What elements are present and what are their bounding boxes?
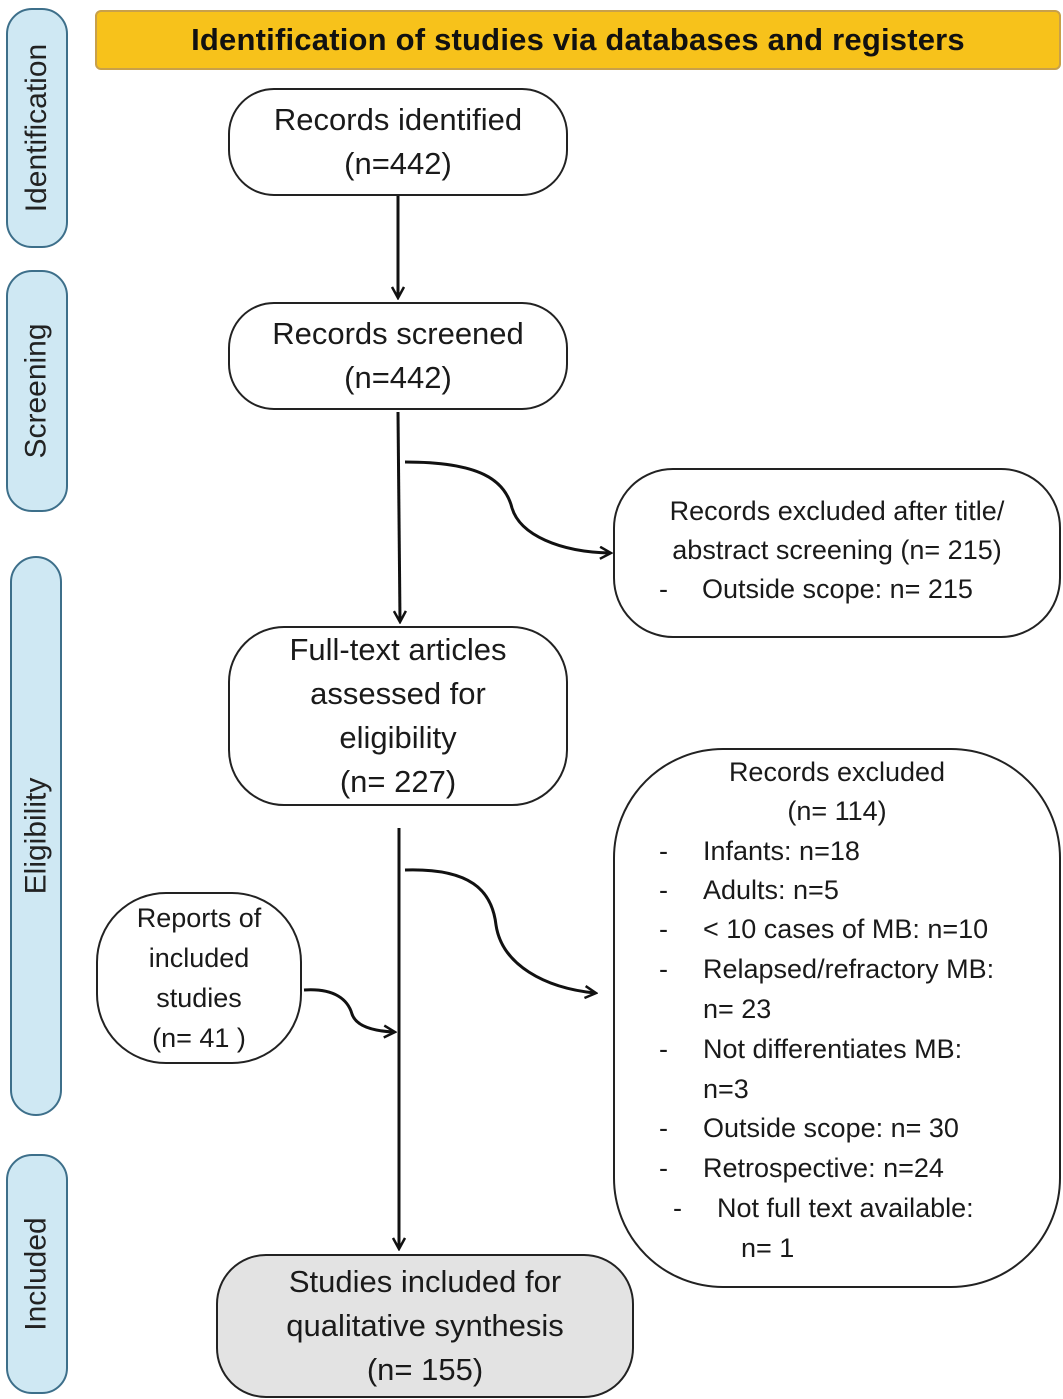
excluded-item-few-cases-text: < 10 cases of MB: n=10	[703, 914, 989, 944]
excluded-item-not-differentiates-text: Not differentiates MB:	[703, 1034, 963, 1064]
arrow-to-excluded-title-abstract	[404, 460, 610, 553]
studies-included-box: Studies included for qualitative synthes…	[216, 1254, 634, 1398]
excluded-item-relapsed: -Relapsed/refractory MB:	[659, 954, 995, 984]
records-screened-label: Records screened	[272, 316, 524, 351]
excluded-item-relapsed-count: n= 23	[703, 994, 772, 1024]
excluded-item-not-full-text-count: n= 1	[741, 1233, 795, 1263]
arrow-reports-to-flow	[303, 988, 394, 1032]
fulltext-line3: eligibility	[339, 720, 457, 755]
fulltext-line1: Full-text articles	[289, 632, 507, 667]
excluded-item-not-differentiates: -Not differentiates MB:	[659, 1034, 963, 1064]
reports-line1: Reports of	[136, 903, 262, 933]
excluded-item-retrospective-text: Retrospective: n=24	[703, 1153, 944, 1183]
identification-banner: Identification of studies via databases …	[95, 10, 1061, 70]
records-screened-box: Records screened (n=442)	[228, 302, 568, 410]
records-screened-count: (n=442)	[344, 360, 452, 395]
excluded-item-not-differentiates-count: n=3	[703, 1074, 749, 1104]
records-identified-count: (n=442)	[344, 146, 452, 181]
excluded-item-relapsed-text: Relapsed/refractory MB:	[703, 954, 995, 984]
excluded-item-few-cases: -< 10 cases of MB: n=10	[659, 914, 989, 944]
fulltext-line2: assessed for	[310, 676, 486, 711]
arrow-to-excluded-fulltext	[404, 868, 595, 993]
excluded-item-not-full-text: -Not full text available:	[673, 1193, 974, 1223]
excluded-item-infants: -Infants: n=18	[659, 836, 860, 866]
phase-eligibility: Eligibility	[10, 556, 62, 1116]
phase-included: Included	[6, 1154, 68, 1394]
excluded-item-infants-text: Infants: n=18	[703, 836, 860, 866]
excluded-title-abstract-line1: Records excluded after title/	[669, 496, 1005, 526]
reports-line3: studies	[156, 983, 242, 1013]
records-identified-label: Records identified	[273, 102, 523, 137]
reports-line2: included	[148, 943, 250, 973]
fulltext-count: (n= 227)	[339, 764, 457, 799]
studies-included-line1: Studies included for	[288, 1264, 562, 1299]
phase-identification: Identification	[6, 8, 68, 248]
fulltext-assessed-box: Full-text articles assessed for eligibil…	[228, 626, 568, 806]
excluded-title-abstract-item: - Outside scope: n= 215	[659, 570, 973, 609]
excluded-fulltext-box: Records excluded (n= 114) -Infants: n=18…	[613, 748, 1061, 1288]
excluded-item-retrospective: -Retrospective: n=24	[659, 1153, 944, 1183]
reports-included-box: Reports of included studies (n= 41 )	[96, 892, 302, 1064]
arrow-screened-to-fulltext	[398, 411, 400, 621]
phase-screening: Screening	[6, 270, 68, 512]
banner-title: Identification of studies via databases …	[191, 22, 965, 57]
bullet-dash: -	[659, 574, 668, 604]
excluded-item-adults-text: Adults: n=5	[703, 875, 839, 905]
studies-included-count: (n= 155)	[366, 1352, 484, 1387]
excluded-item-outside-scope: -Outside scope: n= 30	[659, 1113, 959, 1143]
excluded-title-abstract-item-text: Outside scope: n= 215	[702, 574, 973, 604]
excluded-item-adults: -Adults: n=5	[659, 875, 839, 905]
excluded-title-abstract-box: Records excluded after title/ abstract s…	[613, 468, 1061, 638]
studies-included-line2: qualitative synthesis	[286, 1308, 564, 1343]
excluded-title-abstract-line2: abstract screening (n= 215)	[672, 535, 1002, 565]
excluded-item-outside-scope-text: Outside scope: n= 30	[703, 1113, 959, 1143]
records-identified-box: Records identified (n=442)	[228, 88, 568, 196]
excluded-item-not-full-text-text: Not full text available:	[717, 1193, 974, 1223]
excluded-fulltext-count: (n= 114)	[787, 796, 887, 826]
reports-count: (n= 41 )	[152, 1023, 246, 1053]
excluded-fulltext-title: Records excluded	[728, 757, 946, 787]
